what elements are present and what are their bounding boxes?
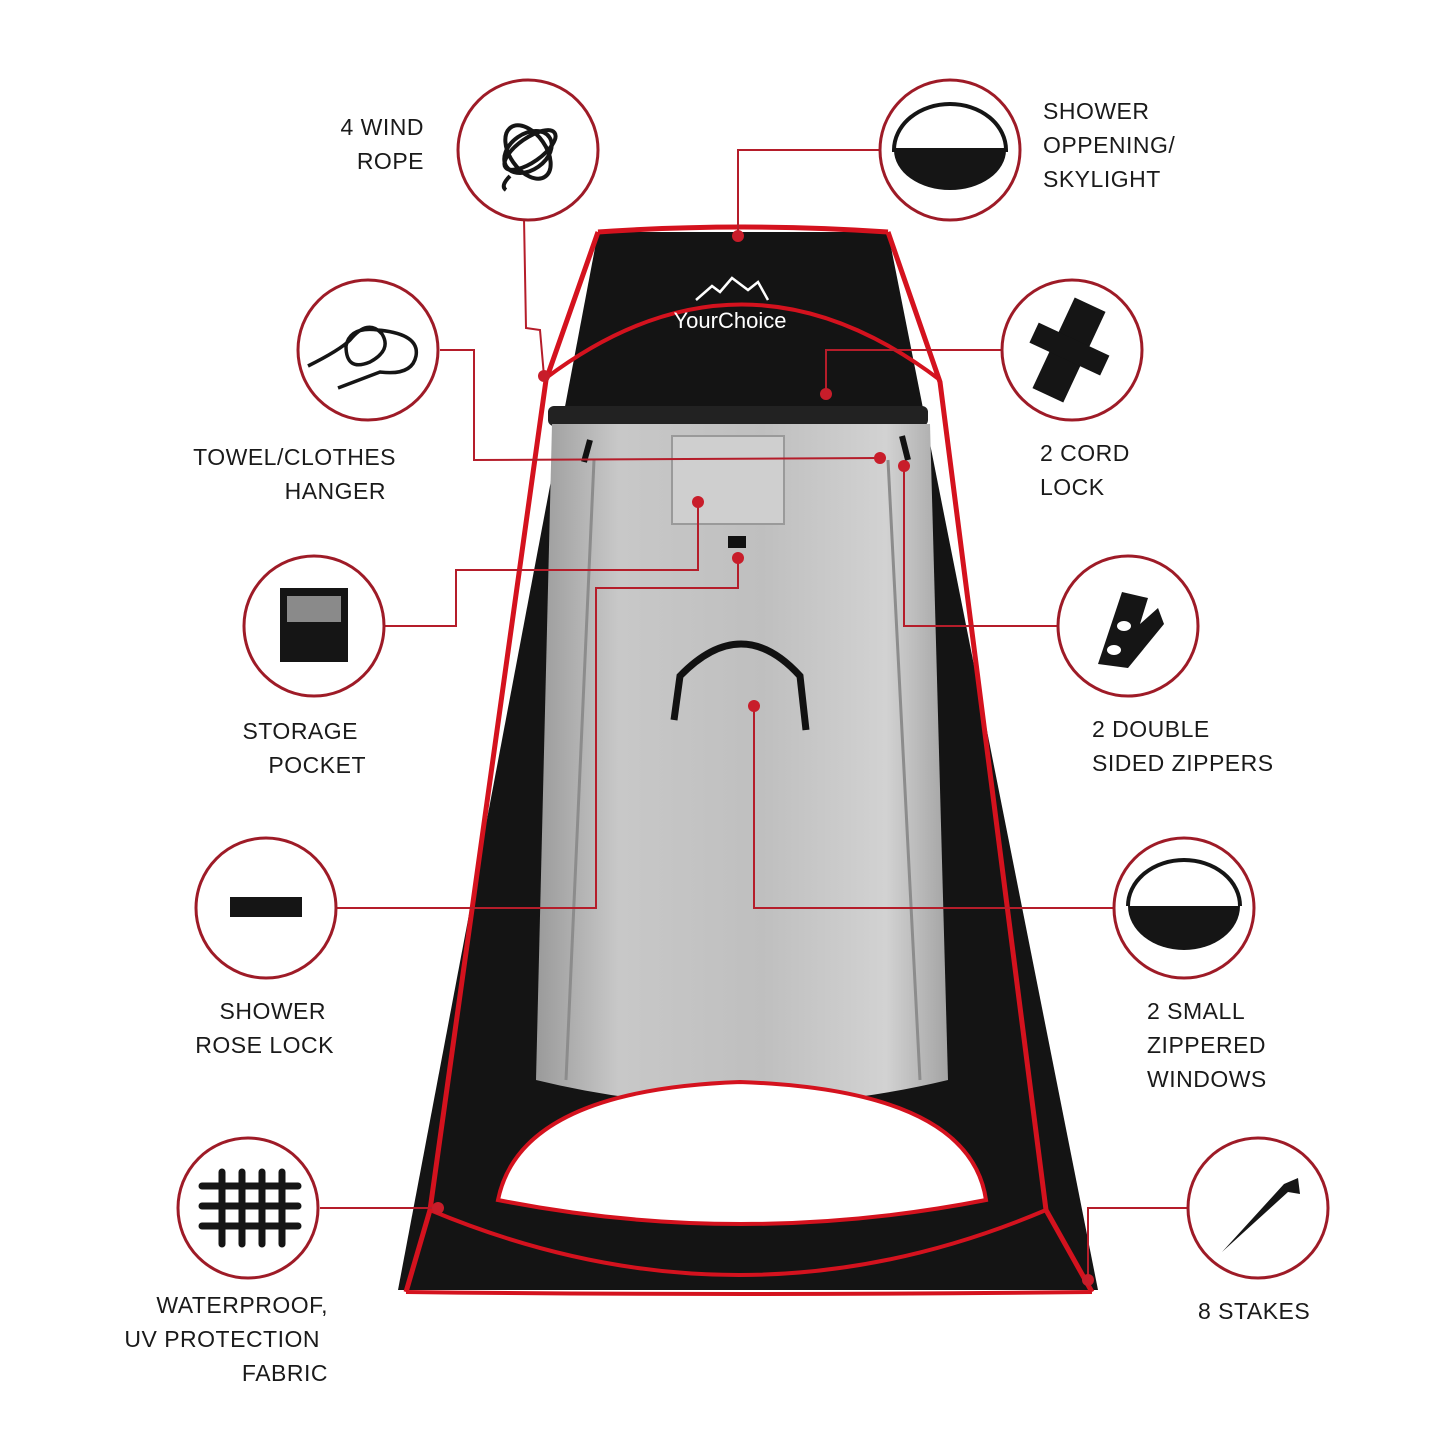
label-line: ROSE LOCK <box>195 1032 334 1058</box>
label-line: 2 DOUBLE <box>1092 716 1210 742</box>
cord-lock-icon <box>1029 297 1110 403</box>
leader-windows <box>753 706 1114 909</box>
label-line: ZIPPERED <box>1147 1032 1267 1058</box>
dot-fabric <box>432 1202 444 1214</box>
skylight-icon <box>891 102 1009 190</box>
leader-lines <box>320 149 1188 1280</box>
dot-windows <box>748 700 760 712</box>
pocket-icon <box>280 588 348 662</box>
dot-shower-rose-lock <box>732 552 744 564</box>
circle-stakes <box>1186 1136 1330 1280</box>
label-line: 4 WIND <box>340 114 424 140</box>
label-line: TOWEL/CLOTHES <box>193 444 396 470</box>
cord-knot-icon <box>307 325 419 390</box>
label-line: SIDED ZIPPERS <box>1092 750 1274 776</box>
label-stakes: 8 STAKES <box>1198 1294 1358 1328</box>
zipper-seam <box>564 459 922 1081</box>
label-line: 2 CORD <box>1040 440 1130 466</box>
leader-stakes <box>1087 1207 1188 1280</box>
label-line: POCKET <box>268 752 366 778</box>
strap-icon <box>230 897 302 917</box>
label-line: SKYLIGHT <box>1043 166 1161 192</box>
leader-dots <box>432 230 1094 1286</box>
label-line: SHOWER <box>219 998 326 1024</box>
mesh-grid-icon <box>198 1168 302 1248</box>
label-fabric: WATERPROOF, UV PROTECTION FABRIC <box>100 1288 328 1390</box>
tent-top-seam <box>544 302 942 382</box>
label-line: LOCK <box>1040 474 1105 500</box>
mountain-logo-icon <box>695 276 770 301</box>
side-cords <box>581 435 911 463</box>
leader-shower-rose-lock <box>336 558 739 909</box>
brand-logo: YourChoice <box>674 276 787 333</box>
label-line: UV PROTECTION <box>124 1326 320 1352</box>
leader-wind-rope <box>523 217 545 377</box>
leader-zippers <box>903 466 1058 627</box>
hanger-bar <box>548 406 928 426</box>
dot-towel-hanger <box>874 452 886 464</box>
stake-icon <box>1222 1178 1300 1252</box>
label-zippers: 2 DOUBLE SIDED ZIPPERS <box>1092 712 1332 780</box>
dot-storage-pocket <box>692 496 704 508</box>
label-line: SHOWER <box>1043 98 1150 124</box>
circle-towel-hanger <box>296 278 440 422</box>
leader-cord-lock <box>825 349 1002 394</box>
label-windows: 2 SMALL ZIPPERED WINDOWS <box>1147 994 1347 1096</box>
label-line: FABRIC <box>241 1360 328 1386</box>
dot-zippers <box>898 460 910 472</box>
inner-panel <box>536 424 948 1105</box>
rope-coil-icon <box>501 123 558 192</box>
label-shower-opening: SHOWER OPPENING/ SKYLIGHT <box>1043 94 1263 196</box>
label-line: 2 SMALL <box>1147 998 1246 1024</box>
label-shower-rose-lock: SHOWER ROSE LOCK <box>170 994 334 1062</box>
label-wind-rope: 4 WIND ROPE <box>300 110 424 178</box>
dot-cord-lock <box>820 388 832 400</box>
leader-shower-opening <box>737 149 880 236</box>
panel-pocket <box>671 435 785 525</box>
zipper-pull-icon <box>1098 592 1164 668</box>
label-line: OPPENING/ <box>1043 132 1176 158</box>
tent-top-trim <box>597 224 889 235</box>
label-line: ROPE <box>356 148 424 174</box>
label-storage-pocket: STORAGE POCKET <box>200 714 366 782</box>
label-line: HANGER <box>284 478 386 504</box>
tent-base-line <box>405 1290 1093 1296</box>
label-line: WATERPROOF, <box>156 1292 328 1318</box>
dot-wind-rope <box>538 370 550 382</box>
leader-storage-pocket <box>384 502 699 627</box>
circle-wind-rope <box>456 78 600 222</box>
tent <box>398 224 1098 1296</box>
label-line: 8 STAKES <box>1198 1298 1311 1324</box>
label-line: STORAGE <box>242 718 358 744</box>
window-zipper <box>670 640 810 731</box>
leader-towel-hanger <box>440 349 881 462</box>
window-icon <box>1126 858 1242 950</box>
tent-trim <box>403 231 1095 1294</box>
label-towel-hanger: TOWEL/CLOTHES HANGER <box>160 440 395 508</box>
dot-stakes <box>1082 1274 1094 1286</box>
brand-name: YourChoice <box>674 308 787 333</box>
panel-strap <box>728 536 746 548</box>
label-cord-lock: 2 CORD LOCK <box>1040 436 1200 504</box>
label-line: WINDOWS <box>1147 1066 1267 1092</box>
door-opening <box>495 1079 989 1226</box>
dot-shower-opening <box>732 230 744 242</box>
tent-bottom-seam <box>429 1208 1047 1277</box>
